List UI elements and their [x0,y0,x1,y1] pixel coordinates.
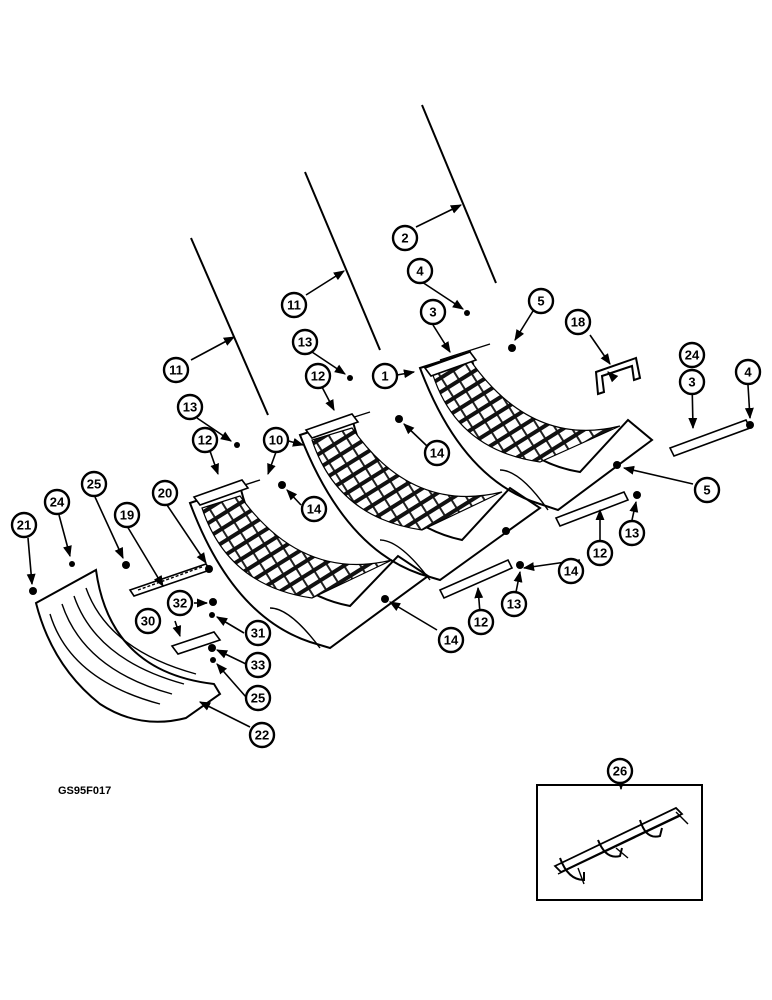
rod-11-middle [304,171,381,351]
svg-text:5: 5 [703,483,710,498]
support-rail [553,806,689,885]
callout-20: 20 [151,479,179,507]
callout-4-right: 4 [734,358,762,386]
callout-11-left: 11 [162,356,190,384]
cover-plate-22 [34,568,222,723]
svg-text:14: 14 [430,446,445,461]
svg-text:21: 21 [17,518,31,533]
svg-text:22: 22 [255,728,269,743]
callout-12-left: 12 [191,426,219,454]
rod-2 [421,104,497,284]
callout-4-top: 4 [406,257,434,285]
callout-10: 10 [262,426,290,454]
figure-code: GS95F017 [58,785,111,797]
svg-text:13: 13 [507,597,521,612]
callout-14-right: 14 [557,557,585,585]
bar-12-lower [438,558,514,600]
bar-12-upper [554,490,630,528]
svg-text:20: 20 [158,486,172,501]
svg-text:1: 1 [381,369,388,384]
callout-32: 32 [166,589,194,617]
callout-19: 19 [113,501,141,529]
callout-14-left: 14 [300,495,328,523]
callout-12-right: 12 [586,539,614,567]
svg-text:31: 31 [251,626,265,641]
svg-text:19: 19 [120,508,134,523]
callout-3-top: 3 [419,298,447,326]
svg-text:12: 12 [474,615,488,630]
svg-text:10: 10 [269,433,283,448]
callout-13-right: 13 [618,519,646,547]
callout-26: 26 [606,757,634,785]
bracket-18 [594,356,642,396]
svg-text:18: 18 [571,315,585,330]
svg-text:4: 4 [744,365,752,380]
svg-text:12: 12 [593,546,607,561]
callout-11-middle: 11 [280,291,308,319]
callout-24-left: 24 [43,488,71,516]
callout-5-right: 5 [693,476,721,504]
callout-12-lower: 12 [467,608,495,636]
svg-text:12: 12 [198,433,212,448]
top-plate-12-middle [304,413,360,439]
svg-text:5: 5 [537,294,544,309]
rod-11-left [190,237,269,416]
top-plate-3 [423,351,478,377]
callout-21: 21 [10,511,38,539]
svg-text:3: 3 [688,375,695,390]
callout-13-left: 13 [176,393,204,421]
callout-33: 33 [244,651,272,679]
svg-text:13: 13 [298,335,312,350]
svg-text:4: 4 [416,264,424,279]
callout-1: 1 [371,362,399,390]
svg-text:30: 30 [141,614,155,629]
callout-25-top: 25 [80,470,108,498]
svg-text:14: 14 [307,502,322,517]
callout-13-middle: 13 [291,328,319,356]
svg-text:14: 14 [444,633,459,648]
svg-text:14: 14 [564,564,579,579]
svg-text:33: 33 [251,658,265,673]
concave-section-right [418,343,654,512]
svg-text:12: 12 [311,369,325,384]
svg-text:13: 13 [625,526,639,541]
concave-section-left [188,479,430,650]
bar-3-right [668,419,752,457]
callout-25-bottom: 25 [244,684,272,712]
plate-30 [170,631,222,655]
callout-14-lower: 14 [437,626,465,654]
svg-text:26: 26 [613,764,627,779]
callout-5-top: 5 [527,287,555,315]
callout-22: 22 [248,721,276,749]
callout-13-lower: 13 [500,590,528,618]
callout-24-right: 24 [678,341,706,369]
callout-30: 30 [134,607,162,635]
svg-text:24: 24 [685,348,700,363]
svg-text:2: 2 [401,231,408,246]
callout-2: 2 [391,224,419,252]
svg-text:11: 11 [169,363,183,378]
callout-31: 31 [244,619,272,647]
svg-text:11: 11 [287,298,301,313]
callout-3-right: 3 [678,368,706,396]
callout-12-middle: 12 [304,362,332,390]
callout-18: 18 [564,308,592,336]
callout-14-top: 14 [423,439,451,467]
svg-text:32: 32 [173,596,187,611]
svg-text:13: 13 [183,400,197,415]
svg-text:25: 25 [87,477,101,492]
bar-19 [128,563,212,597]
fasteners [29,310,754,663]
svg-text:24: 24 [50,495,65,510]
svg-text:25: 25 [251,691,265,706]
inset-box-26 [536,778,703,901]
svg-text:3: 3 [429,305,436,320]
top-plate-12-left [192,479,250,506]
